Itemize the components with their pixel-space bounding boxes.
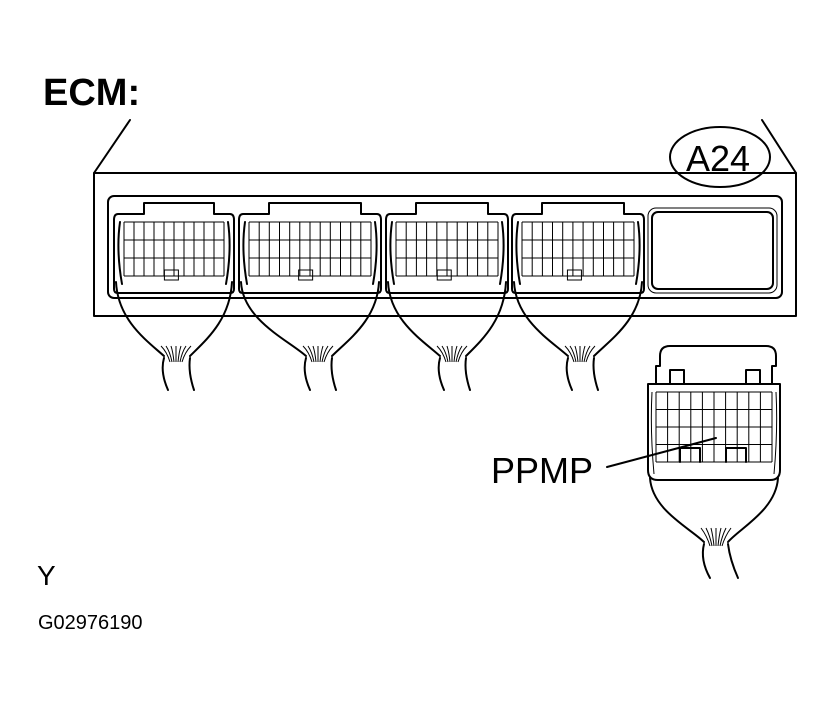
ecm-port-3 xyxy=(385,202,509,391)
pin-leader-line xyxy=(606,437,717,468)
a24-connector-closeup xyxy=(647,345,781,579)
ecm-port-1 xyxy=(113,202,235,391)
ecm-port-4 xyxy=(511,202,645,391)
figure-code: G02976190 xyxy=(38,612,143,634)
ecm-connector-ports xyxy=(113,202,645,391)
ecm-port-2 xyxy=(238,202,382,391)
view-letter: Y xyxy=(37,560,56,591)
ecm-empty-port xyxy=(651,211,774,290)
connector-id-circle xyxy=(669,126,771,188)
ecm-housing xyxy=(93,119,797,317)
ppmp-pin-label: PPMP xyxy=(491,450,594,491)
connector-id-label: A24 xyxy=(686,138,751,179)
ecm-title: ECM: xyxy=(43,72,141,114)
